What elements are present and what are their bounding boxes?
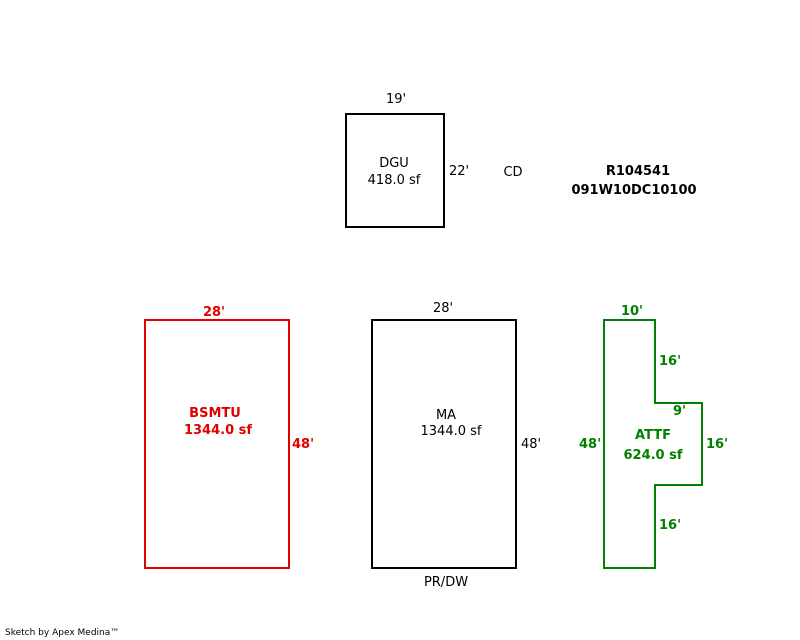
ma-right-dimension: 48' [521,437,542,452]
dgu-top-dimension: 19' [385,92,407,107]
ma-bottom-label: PR/DW [423,575,469,590]
bsmtu-area-size: 1344.0 sf [183,423,253,438]
attf-step-dimension: 9' [673,404,687,419]
attf-top-dimension: 10' [620,304,644,319]
ma-outline [371,319,517,569]
map-number: 091W10DC10100 [571,183,697,198]
sketch-credit: Sketch by Apex Medina™ [5,628,120,638]
bsmtu-right-dimension: 48' [292,437,315,452]
parcel-id: R104541 [605,164,671,179]
bsmtu-top-dimension: 28' [202,305,226,320]
attf-upper-right-dimension: 16' [659,354,682,369]
dgu-outline [345,113,445,228]
ma-area-size: 1344.0 sf [420,424,482,439]
attf-lower-right-dimension: 16' [659,518,682,533]
attf-area-code: ATTF [635,428,671,443]
ma-top-dimension: 28' [432,301,454,316]
dgu-area-size: 418.0 sf [367,173,421,188]
bsmtu-area-code: BSMTU [189,406,241,421]
attf-right-dimension: 16' [706,437,729,452]
dgu-area-code: DGU [379,156,409,171]
attf-left-dimension: 48' [579,437,602,452]
attf-area-size: 624.0 sf [623,448,683,463]
cd-label: CD [503,165,523,180]
dgu-right-dimension: 22' [449,164,470,179]
attf-outline [603,319,703,569]
ma-area-code: MA [435,408,457,423]
bsmtu-outline [144,319,290,569]
